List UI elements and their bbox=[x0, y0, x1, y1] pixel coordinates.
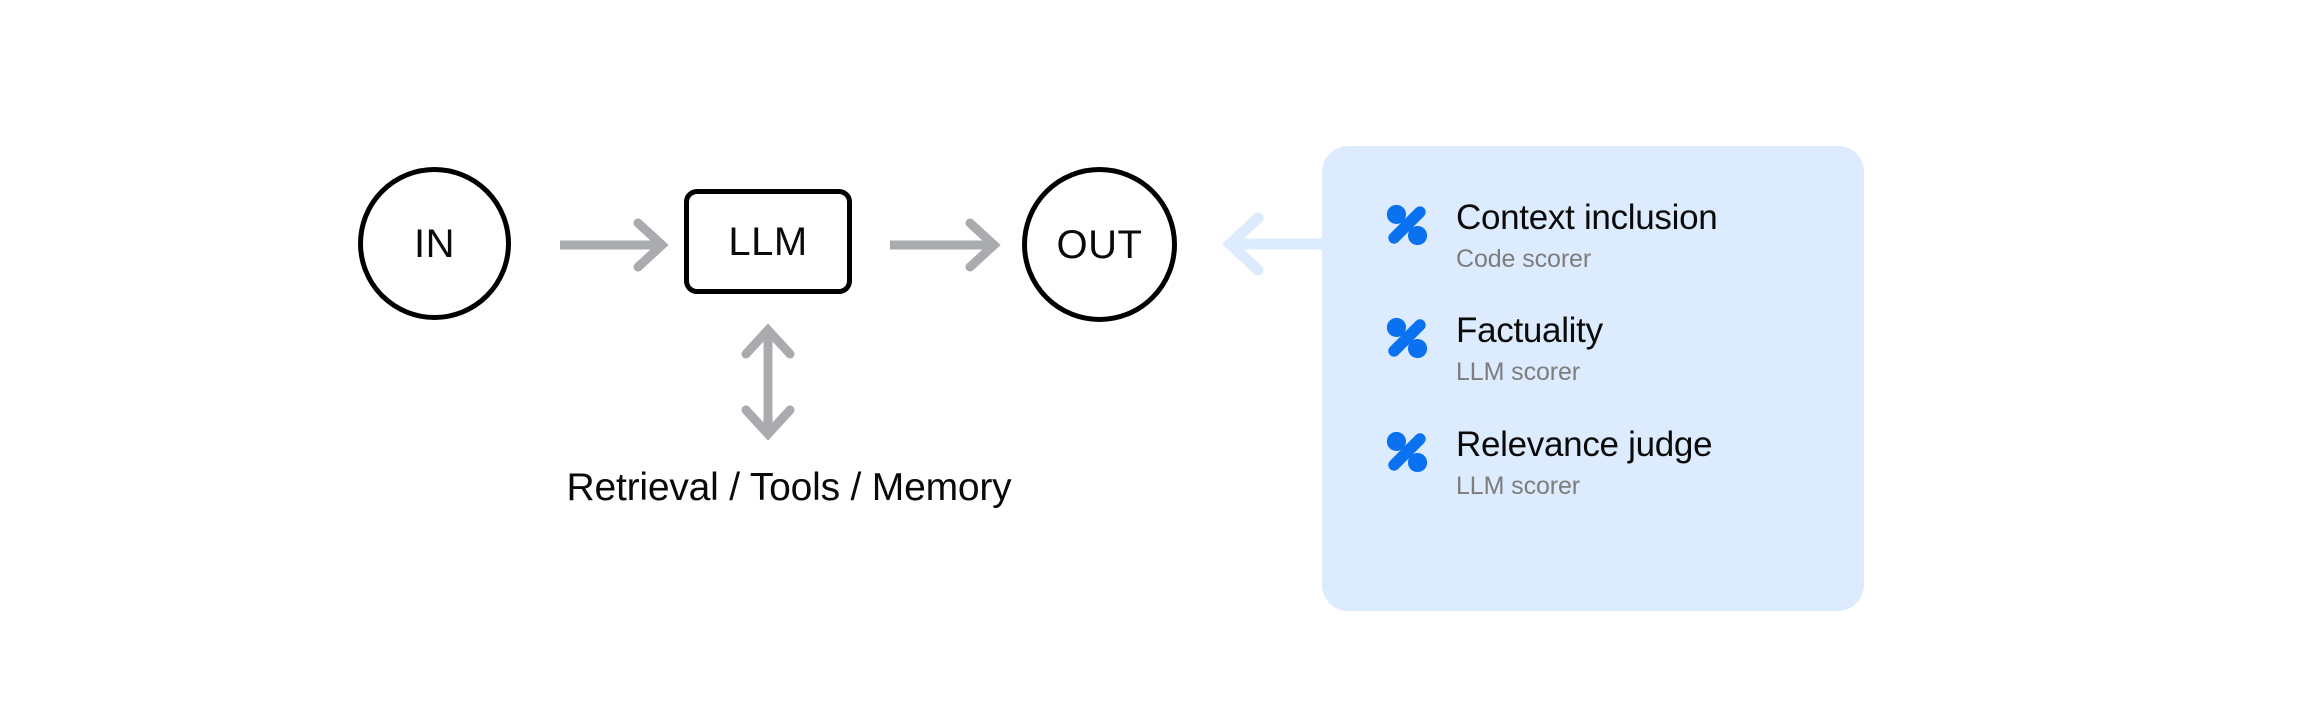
node-out: OUT bbox=[1022, 167, 1177, 322]
arrow-left-icon bbox=[1221, 212, 1330, 276]
scorer-item-text: Factuality LLM scorer bbox=[1456, 311, 1603, 388]
node-in: IN bbox=[358, 167, 511, 320]
arrow-up-down-icon bbox=[741, 323, 795, 441]
scorer-item-subtitle: Code scorer bbox=[1456, 244, 1592, 273]
scorer-item-title: Relevance judge bbox=[1456, 424, 1713, 464]
node-out-label: OUT bbox=[1056, 222, 1143, 267]
node-llm: LLM bbox=[684, 189, 852, 294]
scorer-item-subtitle: LLM scorer bbox=[1456, 471, 1581, 500]
scorer-panel: Context inclusion Code scorer Factuality… bbox=[1322, 146, 1864, 611]
scorer-item-title: Context inclusion bbox=[1456, 198, 1718, 237]
scorer-item[interactable]: Relevance judge LLM scorer bbox=[1384, 425, 1864, 502]
percent-scorer-icon bbox=[1386, 431, 1428, 472]
percent-scorer-icon bbox=[1386, 318, 1428, 359]
node-in-label: IN bbox=[414, 221, 455, 266]
scorer-item[interactable]: Factuality LLM scorer bbox=[1384, 311, 1864, 388]
arrow-right-icon bbox=[890, 218, 1001, 272]
tools-caption: Retrieval / Tools / Memory bbox=[566, 466, 1012, 509]
scorer-item-text: Context inclusion Code scorer bbox=[1456, 198, 1718, 275]
node-llm-label: LLM bbox=[728, 219, 808, 264]
scorer-item-title: Factuality bbox=[1456, 311, 1603, 351]
scorer-item-text: Relevance judge LLM scorer bbox=[1456, 424, 1713, 502]
percent-scorer-icon bbox=[1386, 204, 1428, 246]
arrow-right-icon bbox=[560, 218, 669, 272]
scorer-item[interactable]: Context inclusion Code scorer bbox=[1384, 198, 1864, 275]
scorer-item-subtitle: LLM scorer bbox=[1456, 358, 1581, 387]
